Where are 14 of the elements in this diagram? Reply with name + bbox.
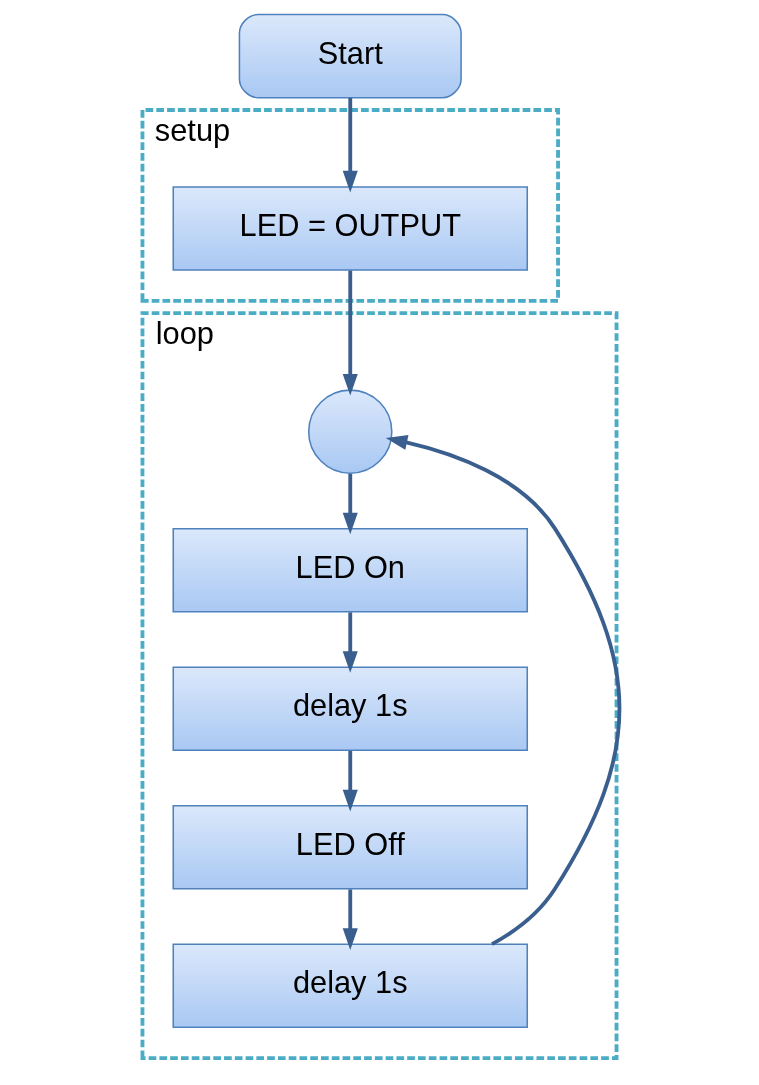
node-box: LED = OUTPUT bbox=[172, 186, 529, 271]
arrow bbox=[342, 612, 358, 673]
arrow bbox=[342, 750, 358, 812]
arrow bbox=[342, 270, 358, 396]
arrow bbox=[342, 97, 358, 193]
node-circle bbox=[307, 389, 393, 474]
arrow bbox=[342, 473, 358, 535]
node-box: Start bbox=[238, 13, 462, 99]
node-box: delay 1s bbox=[172, 666, 529, 752]
arrow bbox=[342, 889, 358, 950]
node-box: LED On bbox=[172, 527, 529, 613]
node-box: LED Off bbox=[172, 804, 529, 890]
arrow bbox=[385, 435, 622, 946]
node-box: delay 1s bbox=[172, 943, 529, 1029]
